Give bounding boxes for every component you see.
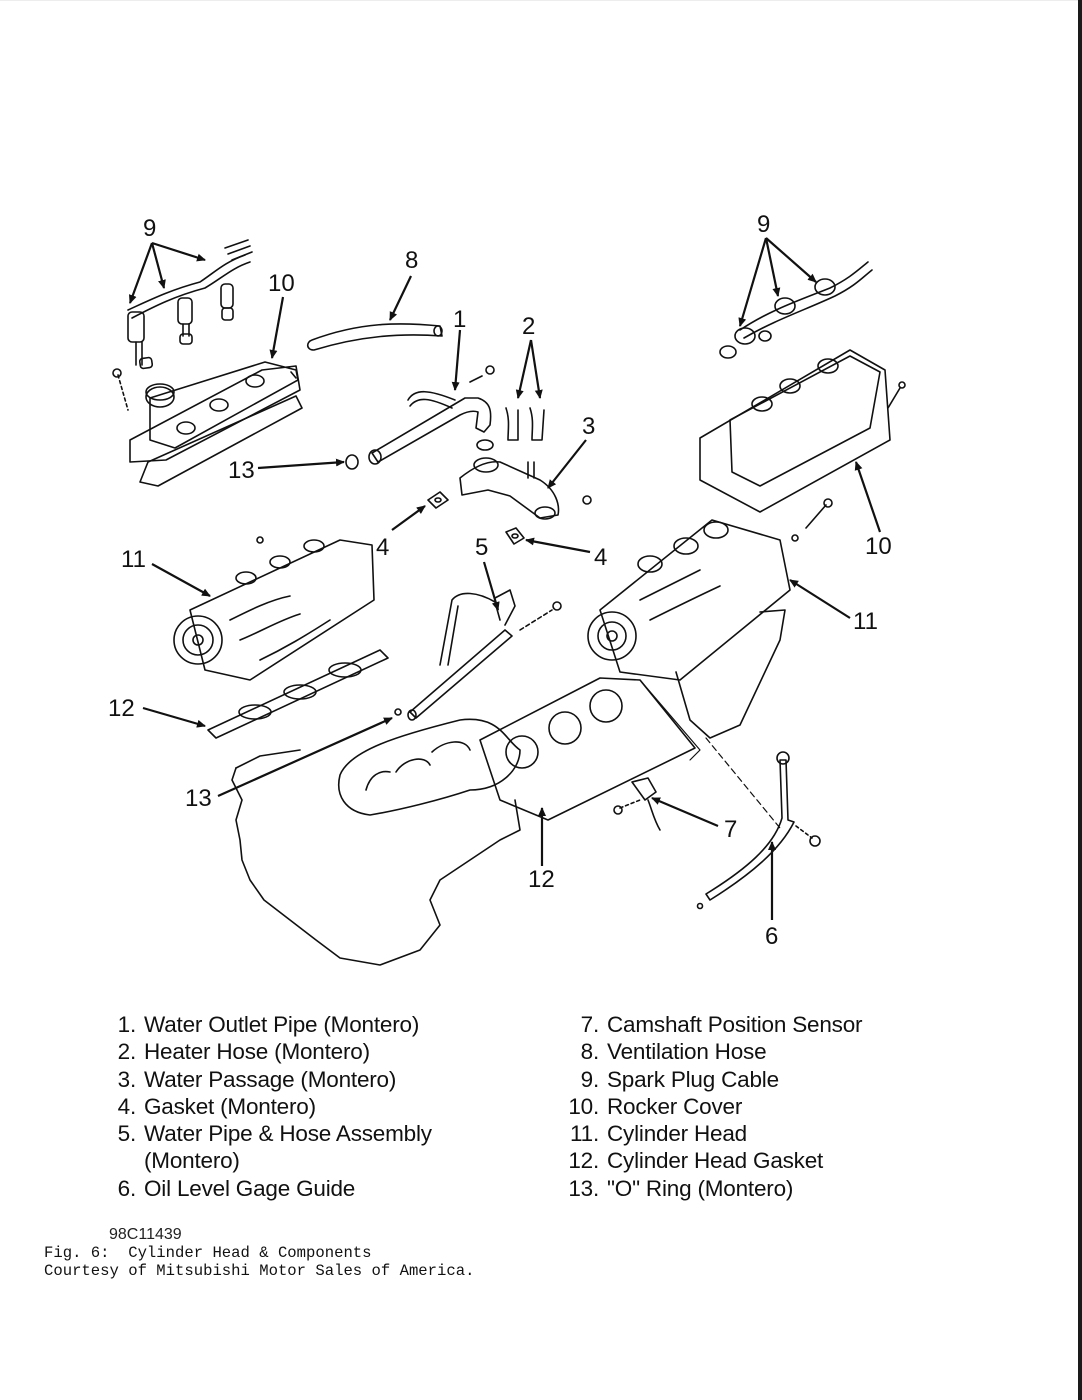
callout-12-right: 12 xyxy=(528,866,555,893)
right-head-gasket xyxy=(479,677,696,821)
water-pipe-hose-assembly xyxy=(394,589,562,721)
gasket-left xyxy=(427,491,449,509)
legend-number: 9. xyxy=(580,1066,600,1092)
legend-label: "O" Ring (Montero) xyxy=(607,1175,794,1201)
legend-label: Rocker Cover xyxy=(607,1093,743,1119)
legend-number: 12. xyxy=(568,1148,599,1174)
callout-4-right: 4 xyxy=(594,544,607,571)
legend-left-column: 1. Water Outlet Pipe (Montero) 2. Heater H… xyxy=(104,1011,432,1202)
legend-label: Spark Plug Cable xyxy=(607,1066,779,1092)
water-outlet-pipe xyxy=(368,365,495,465)
legend-number: 8. xyxy=(580,1039,600,1065)
callout-13-upper: 13 xyxy=(228,457,255,484)
callout-7: 7 xyxy=(724,816,737,843)
legend-item: 13. "O" Ring (Montero) xyxy=(552,1175,862,1202)
legend-number: 1. xyxy=(117,1012,137,1037)
left-cylinder-head xyxy=(173,536,375,681)
legend-number: 11. xyxy=(569,1121,599,1147)
legend-number: 2. xyxy=(117,1039,137,1065)
legend-label: Heater Hose (Montero) xyxy=(144,1039,370,1065)
legend-item: 10. Rocker Cover xyxy=(552,1093,862,1120)
callout-11-left: 11 xyxy=(121,546,146,573)
legend-item: 6. Oil Level Gage Guide xyxy=(104,1175,432,1202)
legend-label: Camshaft Position Sensor xyxy=(607,1012,863,1037)
legend-item: 8. Ventilation Hose xyxy=(552,1038,862,1065)
callout-4-left: 4 xyxy=(376,534,389,561)
right-cylinder-head xyxy=(587,519,791,739)
legend-item: 7. Camshaft Position Sensor xyxy=(552,1011,863,1038)
callout-2: 2 xyxy=(522,313,535,340)
legend-number: 13. xyxy=(568,1175,599,1201)
legend-label: Cylinder Head xyxy=(607,1121,747,1147)
legend-item: 12. Cylinder Head Gasket xyxy=(552,1147,862,1174)
legend-label: Water Passage (Montero) xyxy=(144,1066,397,1092)
callout-3: 3 xyxy=(582,413,595,440)
camshaft-position-sensor xyxy=(613,777,661,831)
legend-number: 10. xyxy=(568,1093,599,1119)
legend-number: 5. xyxy=(117,1121,137,1147)
callout-13-lower: 13 xyxy=(185,785,212,812)
o-ring-water xyxy=(476,439,494,451)
legend-label: Water Pipe & Hose Assembly xyxy=(144,1121,432,1147)
exploded-view-diagram: 9 10 8 1 2 3 13 4 5 4 9 10 11 11 12 13 1… xyxy=(108,211,906,966)
legend-label: Water Outlet Pipe (Montero) xyxy=(144,1012,420,1037)
callout-1: 1 xyxy=(453,306,466,333)
legend-number: 6. xyxy=(117,1175,137,1201)
legend-item: 9. Spark Plug Cable xyxy=(552,1066,862,1093)
legend-item: 3. Water Passage (Montero) xyxy=(104,1066,432,1093)
callout-12-left: 12 xyxy=(108,695,135,722)
left-spark-plug-cables xyxy=(127,239,253,370)
callout-9-right: 9 xyxy=(757,211,770,238)
callout-9-left: 9 xyxy=(143,215,156,242)
callout-5: 5 xyxy=(475,534,488,561)
o-ring-upper xyxy=(345,454,359,470)
water-passage xyxy=(459,457,592,520)
ventilation-hose xyxy=(306,323,443,351)
right-rocker-cover xyxy=(699,349,906,542)
callout-10-right: 10 xyxy=(865,533,892,560)
legend-number xyxy=(104,1147,144,1174)
legend-number: 3. xyxy=(117,1066,137,1092)
callout-labels: 9 10 8 1 2 3 13 4 5 4 9 10 11 11 12 13 1… xyxy=(108,211,892,950)
legend-number: 4. xyxy=(117,1093,137,1119)
page-top-edge xyxy=(0,0,1078,1)
legend-item: 1. Water Outlet Pipe (Montero) xyxy=(104,1011,432,1038)
callout-6: 6 xyxy=(765,923,778,950)
callout-8: 8 xyxy=(405,247,418,274)
legend-label: (Montero) xyxy=(144,1148,240,1174)
left-head-gasket xyxy=(207,649,389,739)
callout-arrows xyxy=(128,237,882,920)
engine-block xyxy=(231,718,521,966)
legend-item: 4. Gasket (Montero) xyxy=(104,1093,432,1120)
legend-item: 5. Water Pipe & Hose Assembly xyxy=(104,1120,432,1147)
callout-11-right: 11 xyxy=(853,608,878,635)
gasket-right xyxy=(505,527,525,545)
legend-label: Ventilation Hose xyxy=(607,1039,767,1065)
legend-number: 7. xyxy=(580,1012,600,1037)
legend-right-column: 7. Camshaft Position Sensor 8. Ventilation… xyxy=(552,1011,862,1202)
caption-title: Fig. 6: Cylinder Head & Components xyxy=(44,1244,372,1262)
right-spark-plug-cables xyxy=(719,261,873,359)
legend-item-continuation: (Montero) xyxy=(104,1147,432,1174)
callout-10-left: 10 xyxy=(268,270,295,297)
legend-label: Cylinder Head Gasket xyxy=(607,1148,824,1174)
left-rocker-cover xyxy=(112,361,303,487)
oil-level-gage-guide xyxy=(696,751,821,910)
legend-item: 11. Cylinder Head xyxy=(552,1120,862,1147)
legend-item: 2. Heater Hose (Montero) xyxy=(104,1038,432,1065)
legend-label: Oil Level Gage Guide xyxy=(144,1175,356,1201)
caption-credit: Courtesy of Mitsubishi Motor Sales of Am… xyxy=(44,1262,475,1280)
legend-label: Gasket (Montero) xyxy=(144,1093,316,1119)
heater-hoses xyxy=(505,407,545,441)
figure-code: 98C11439 xyxy=(109,1226,182,1243)
